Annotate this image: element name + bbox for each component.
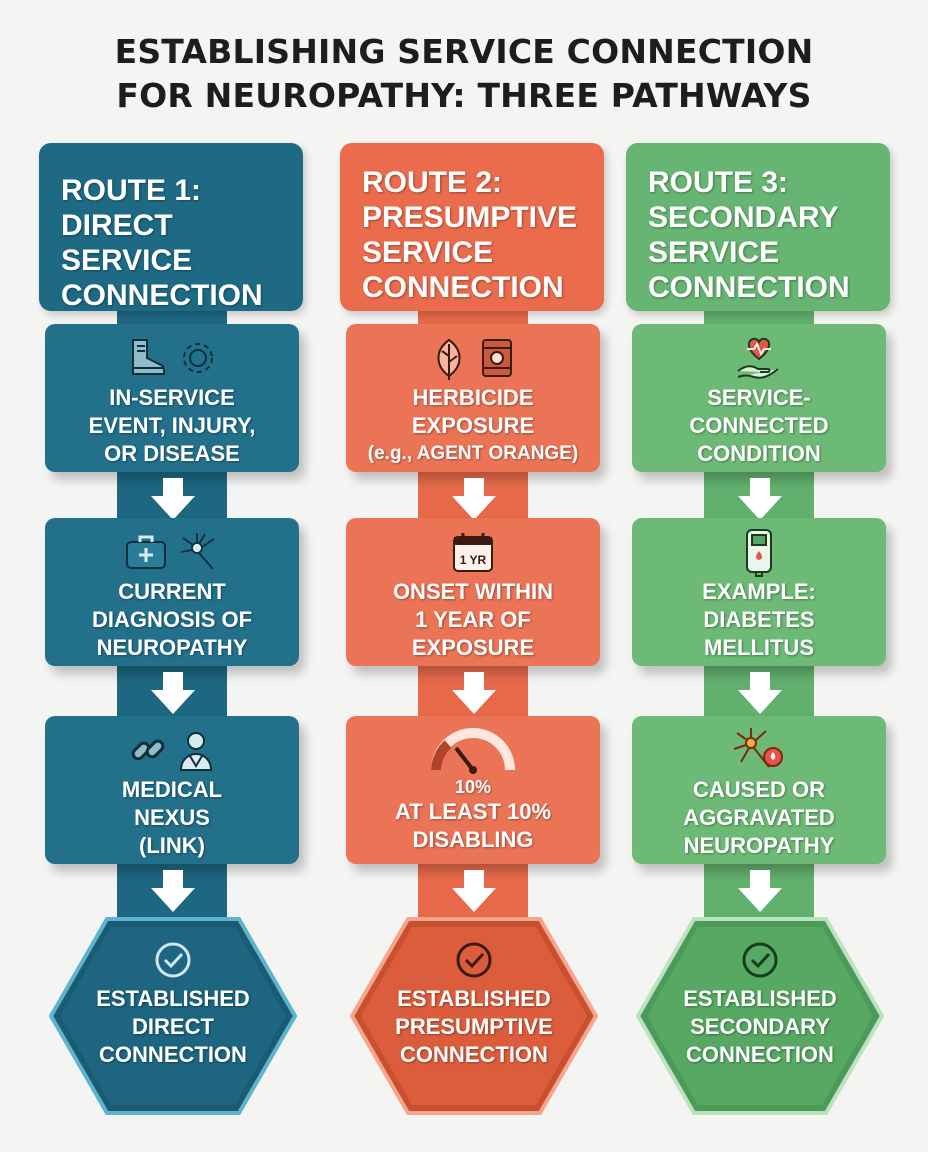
- route-2-step-3-line-3: DISABLING: [412, 827, 534, 852]
- route-2-header: ROUTE 2: PRESUMPTIVE SERVICE CONNECTION: [340, 143, 604, 311]
- glucose-meter-icon: [746, 529, 772, 577]
- route-1-header-line-3: CONNECTION: [61, 279, 263, 312]
- route-2-result-line-3: CONNECTION: [400, 1042, 548, 1067]
- route-3-step-2: EXAMPLE: DIABETES MELLITUS: [632, 518, 886, 666]
- route-1-result-line-1: ESTABLISHED: [96, 986, 250, 1011]
- title-line-2: FOR NEUROPATHY: THREE PATHWAYS: [116, 76, 812, 115]
- route-3-arrow-2: [738, 672, 782, 714]
- route-1-arrow-1: [151, 478, 195, 520]
- route-2-step-1: HERBICIDE EXPOSURE (e.g., AGENT ORANGE): [346, 324, 600, 472]
- route-3-step-2-line-1: EXAMPLE:: [702, 579, 816, 604]
- route-2-step-1-line-2: EXPOSURE: [411, 413, 535, 438]
- route-2-step-2-line-3: EXPOSURE: [411, 635, 535, 660]
- route-2-header-line-2: PRESUMPTIVE: [362, 201, 578, 234]
- nerve-cell-icon: [180, 533, 215, 570]
- route-2-step-3-line-2: AT LEAST 10%: [394, 799, 552, 824]
- leaf-icon: [437, 338, 461, 380]
- route-1-column: ROUTE 1: DIRECT SERVICE CONNECTION IN-SE…: [39, 0, 305, 1152]
- route-1-step-1: IN-SERVICE EVENT, INJURY, OR DISEASE: [45, 324, 299, 472]
- route-1-arrow-3: [151, 870, 195, 912]
- calendar-icon: 1 YR: [453, 533, 493, 572]
- route-3-header-line-1: ROUTE 3:: [648, 166, 789, 199]
- route-2-arrow-1: [452, 478, 496, 520]
- route-2-step-3: 10% AT LEAST 10% DISABLING: [346, 716, 600, 864]
- route-2-step-1-line-3: (e.g., AGENT ORANGE): [367, 443, 579, 464]
- route-3-result-line-1: ESTABLISHED: [683, 986, 837, 1011]
- route-1-arrow-2: [151, 672, 195, 714]
- route-1-step-3-line-3: (LINK): [139, 833, 205, 858]
- route-3-step-2-line-2: DIABETES: [703, 607, 815, 632]
- route-2-result-line-1: ESTABLISHED: [397, 986, 551, 1011]
- route-1-step-3-line-2: NEXUS: [134, 805, 210, 830]
- route-2-arrow-2: [452, 672, 496, 714]
- barrel-icon: [482, 339, 512, 377]
- route-3-result: ESTABLISHED SECONDARY CONNECTION: [634, 985, 886, 1069]
- route-1-header-line-2: DIRECT SERVICE: [61, 209, 193, 277]
- route-3-step-3-line-3: NEUROPATHY: [683, 833, 835, 858]
- doctor-icon: [179, 732, 213, 771]
- route-1-step-1-line-3: OR DISEASE: [104, 441, 240, 466]
- route-2-result-hexagon: [349, 917, 599, 1115]
- route-3-step-1-line-2: CONNECTED: [689, 413, 829, 438]
- route-2-step-1-line-1: HERBICIDE: [412, 385, 534, 410]
- chain-link-icon: [131, 739, 165, 761]
- boot-icon: [132, 339, 165, 375]
- route-3-step-3: CAUSED OR AGGRAVATED NEUROPATHY: [632, 716, 886, 864]
- route-1-step-2-line-1: CURRENT: [118, 579, 226, 604]
- route-1-step-1-line-1: IN-SERVICE: [109, 385, 235, 410]
- route-2-step-3-line-1: 10%: [454, 777, 492, 797]
- route-1-step-3: MEDICAL NEXUS (LINK): [45, 716, 299, 864]
- route-2-step-2: 1 YR ONSET WITHIN 1 YEAR OF EXPOSURE: [346, 518, 600, 666]
- route-3-step-1: SERVICE- CONNECTED CONDITION: [632, 324, 886, 472]
- check-circle-icon: [456, 942, 492, 978]
- check-circle-icon: [155, 942, 191, 978]
- route-3-step-1-line-3: CONDITION: [697, 441, 821, 466]
- gear-icon: [183, 343, 213, 373]
- route-2-header-line-3: SERVICE: [362, 236, 494, 269]
- route-3-column: ROUTE 3: SECONDARY SERVICE CONNECTION SE…: [626, 0, 892, 1152]
- route-3-step-3-line-2: AGGRAVATED: [683, 805, 835, 830]
- medical-kit-icon: [126, 535, 166, 569]
- route-2-step-2-line-1: ONSET WITHIN: [392, 579, 554, 604]
- hand-heart-icon: [737, 337, 779, 379]
- route-3-result-line-2: SECONDARY: [690, 1014, 830, 1039]
- page-title: ESTABLISHING SERVICE CONNECTION FOR NEUR…: [0, 30, 928, 118]
- route-2-result-line-2: PRESUMPTIVE: [395, 1014, 553, 1039]
- route-2-header-line-4: CONNECTION: [362, 271, 564, 304]
- route-1-step-2: CURRENT DIAGNOSIS OF NEUROPATHY: [45, 518, 299, 666]
- route-3-header: ROUTE 3: SECONDARY SERVICE CONNECTION: [626, 143, 890, 311]
- gauge-icon: [431, 728, 515, 774]
- route-1-step-2-line-2: DIAGNOSIS OF: [91, 607, 253, 632]
- route-1-result: ESTABLISHED DIRECT CONNECTION: [47, 985, 299, 1069]
- route-3-arrow-3: [738, 870, 782, 912]
- route-1-header-line-1: ROUTE 1:: [61, 174, 202, 207]
- route-3-header-line-2: SECONDARY: [648, 201, 839, 234]
- route-1-step-2-line-3: NEUROPATHY: [96, 635, 248, 660]
- route-3-step-3-line-1: CAUSED OR: [692, 777, 825, 802]
- route-2-column: ROUTE 2: PRESUMPTIVE SERVICE CONNECTION …: [340, 0, 606, 1152]
- route-2-result: ESTABLISHED PRESUMPTIVE CONNECTION: [348, 985, 600, 1069]
- route-1-step-3-line-1: MEDICAL: [121, 777, 223, 802]
- check-circle-icon: [742, 942, 778, 978]
- route-2-step-2-line-2: 1 YEAR OF: [415, 607, 531, 632]
- route-1-result-line-3: CONNECTION: [99, 1042, 247, 1067]
- route-3-result-line-3: CONNECTION: [686, 1042, 834, 1067]
- calendar-icon-text: 1 YR: [460, 553, 487, 567]
- route-3-header-line-4: CONNECTION: [648, 271, 850, 304]
- route-3-arrow-1: [738, 478, 782, 520]
- route-2-header-line-1: ROUTE 2:: [362, 166, 503, 199]
- route-3-step-2-line-3: MELLITUS: [704, 635, 814, 660]
- route-1-header: ROUTE 1: DIRECT SERVICE CONNECTION: [39, 143, 303, 312]
- route-3-step-1-line-1: SERVICE-: [707, 385, 811, 410]
- nerve-flame-icon: [733, 728, 783, 768]
- route-1-result-hexagon: [48, 917, 298, 1115]
- title-line-1: ESTABLISHING SERVICE CONNECTION: [114, 32, 814, 71]
- route-1-result-line-2: DIRECT: [132, 1014, 214, 1039]
- route-1-step-1-line-2: EVENT, INJURY,: [88, 413, 256, 438]
- route-2-arrow-3: [452, 870, 496, 912]
- route-3-result-hexagon: [635, 917, 885, 1115]
- route-3-header-line-3: SERVICE: [648, 236, 780, 269]
